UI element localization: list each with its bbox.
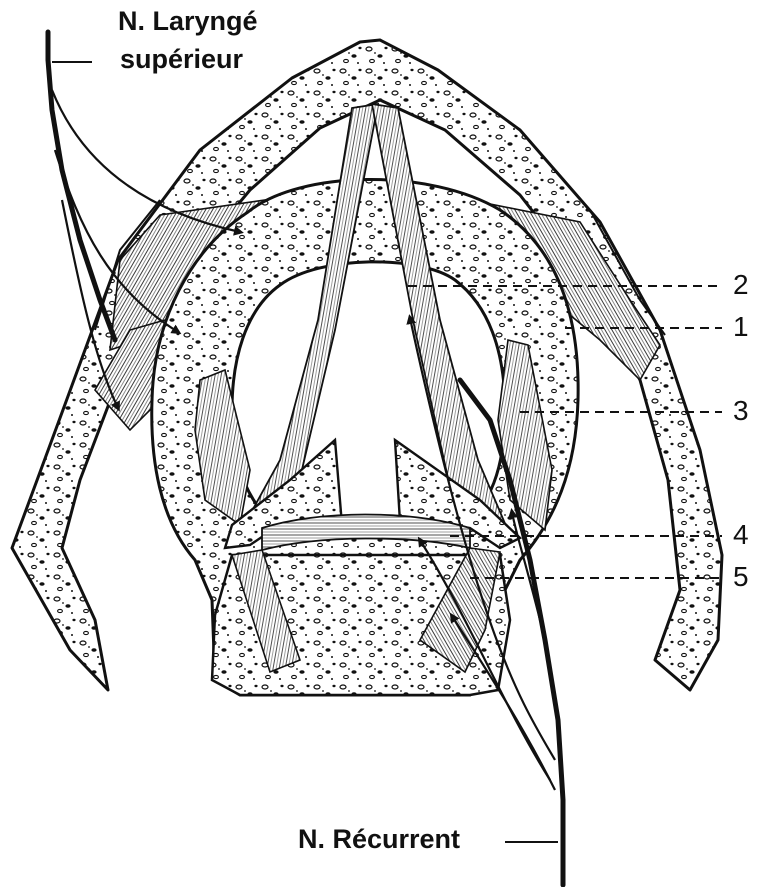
callout-4: 4 xyxy=(733,521,749,549)
recurrent-nerve-label: N. Récurrent xyxy=(298,826,460,853)
callout-1: 1 xyxy=(733,313,749,341)
callout-5: 5 xyxy=(733,563,749,591)
superior-nerve-label-line1: N. Laryngé xyxy=(118,8,258,35)
superior-nerve-label-line2: supérieur xyxy=(120,46,243,73)
callout-3: 3 xyxy=(733,397,749,425)
callout-2: 2 xyxy=(733,271,749,299)
